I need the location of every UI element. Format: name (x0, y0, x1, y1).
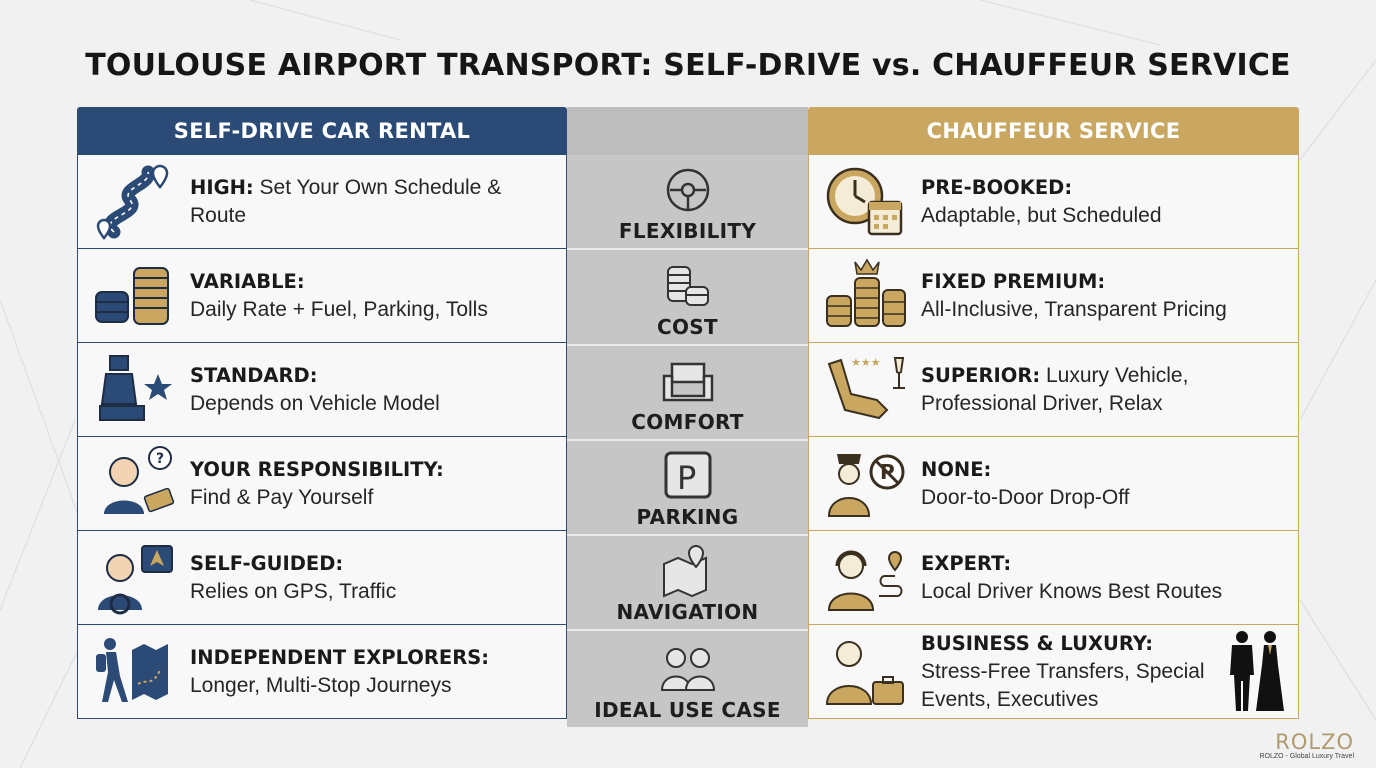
coins-icon (78, 249, 190, 343)
row-bold-label: SUPERIOR: (921, 363, 1041, 387)
chauffeur-navigation-row: EXPERT: Local Driver Knows Best Routes (808, 531, 1299, 625)
businessman-couple-icon (809, 625, 921, 719)
self-drive-flexibility-row: HIGH: Set Your Own Schedule & Route (77, 155, 567, 249)
row-bold-label: NONE: (921, 457, 992, 481)
chauffeur-no-parking-icon: P (809, 437, 921, 531)
clock-calendar-icon (809, 155, 921, 249)
row-bold-label: FIXED PREMIUM: (921, 269, 1106, 293)
criterion-navigation: NAVIGATION (567, 536, 808, 632)
winding-road-icon (78, 155, 190, 249)
criterion-parking: P PARKING (567, 441, 808, 537)
self-drive-navigation-row: SELF-GUIDED: Relies on GPS, Traffic (77, 531, 567, 625)
row-text: Local Driver Knows Best Routes (921, 579, 1223, 603)
chauffeur-header: CHAUFFEUR SERVICE (808, 107, 1299, 155)
row-bold-label: YOUR RESPONSIBILITY: (190, 457, 444, 481)
row-text: Set Your Own Schedule & Route (190, 175, 502, 227)
confused-driver-ticket-icon: ? (78, 437, 190, 531)
crowned-coins-icon (809, 249, 921, 343)
map-pin-icon (662, 545, 707, 599)
armchair-icon (662, 362, 713, 402)
row-bold-label: PRE-BOOKED: (921, 175, 1073, 199)
svg-text:★★★: ★★★ (851, 356, 881, 369)
row-text: Luxury Vehicle, Professional Driver, Rel… (921, 363, 1189, 415)
row-text: All-Inclusive, Transparent Pricing (921, 297, 1227, 321)
row-text: Depends on Vehicle Model (190, 391, 440, 415)
row-bold-label: STANDARD: (190, 363, 318, 387)
row-bold-label: EXPERT: (921, 551, 1012, 575)
self-drive-header: SELF-DRIVE CAR RENTAL (77, 107, 567, 155)
self-drive-parking-row: ? YOUR RESPONSIBILITY: Find & Pay Yoursel… (77, 437, 567, 531)
row-text: Daily Rate + Fuel, Parking, Tolls (190, 297, 488, 321)
criteria-header-spacer (567, 107, 808, 155)
coin-stack-icon (666, 265, 709, 306)
row-bold-label: HIGH: (190, 175, 254, 199)
car-seat-star-icon (78, 343, 190, 437)
row-text: Adaptable, but Scheduled (921, 203, 1162, 227)
page-title: TOULOUSE AIRPORT TRANSPORT: SELF-DRIVE v… (85, 48, 1291, 83)
criterion-label: IDEAL USE CASE (594, 697, 781, 722)
chauffeur-use-case-row: BUSINESS & LUXURY: Stress-Free Transfers,… (808, 625, 1299, 719)
svg-text:?: ? (156, 451, 164, 467)
chauffeur-column: CHAUFFEUR SERVICE PRE-BOOKED: Adaptable, … (808, 107, 1299, 719)
chauffeur-comfort-row: ★★★ SUPERIOR: Luxury Vehicle, Profession… (808, 343, 1299, 437)
parking-sign-icon: P (664, 451, 711, 499)
row-text: Stress-Free Transfers, Special Events, E… (921, 659, 1205, 711)
criterion-flexibility: FLEXIBILITY (567, 155, 808, 251)
driver-gps-icon (78, 531, 190, 625)
hiker-map-icon (78, 625, 190, 719)
criteria-column: FLEXIBILITY COST COMFORT P PARKING NAVIG… (567, 107, 808, 727)
criterion-label: NAVIGATION (616, 600, 759, 625)
criterion-label: COST (657, 314, 718, 339)
rolzo-logo: ROLZO (1275, 730, 1354, 754)
self-drive-column: SELF-DRIVE CAR RENTAL HIGH: Set Your Own… (77, 107, 567, 719)
brand-footer: ROLZO ROLZO - Global Luxury Travel (1259, 731, 1354, 760)
steering-wheel-icon (666, 169, 709, 212)
row-text: Relies on GPS, Traffic (190, 579, 397, 603)
row-bold-label: INDEPENDENT EXPLORERS: (190, 645, 490, 669)
row-bold-label: SELF-GUIDED: (190, 551, 344, 575)
criterion-cost: COST (567, 250, 808, 346)
luxury-seat-champagne-icon: ★★★ (809, 343, 921, 437)
row-text: Door-to-Door Drop-Off (921, 485, 1130, 509)
criterion-label: FLEXIBILITY (618, 219, 757, 244)
criterion-comfort: COMFORT (567, 346, 808, 441)
self-drive-cost-row: VARIABLE: Daily Rate + Fuel, Parking, Tol… (77, 249, 567, 343)
svg-text:P: P (677, 459, 696, 497)
row-text: Longer, Multi-Stop Journeys (190, 673, 452, 697)
criterion-label: COMFORT (631, 409, 744, 434)
self-drive-use-case-row: INDEPENDENT EXPLORERS: Longer, Multi-Stop… (77, 625, 567, 719)
headset-route-icon (809, 531, 921, 625)
people-icon (660, 647, 715, 691)
chauffeur-flexibility-row: PRE-BOOKED: Adaptable, but Scheduled (808, 155, 1299, 249)
criterion-label: PARKING (636, 505, 739, 530)
brand-tagline: ROLZO - Global Luxury Travel (1259, 753, 1354, 760)
row-bold-label: VARIABLE: (190, 269, 305, 293)
self-drive-comfort-row: STANDARD: Depends on Vehicle Model (77, 343, 567, 437)
chauffeur-parking-row: P NONE: Door-to-Door Drop-Off (808, 437, 1299, 531)
row-bold-label: BUSINESS & LUXURY: (921, 631, 1154, 655)
criterion-ideal-use-case: IDEAL USE CASE (567, 631, 808, 726)
chauffeur-cost-row: FIXED PREMIUM: All-Inclusive, Transparent… (808, 249, 1299, 343)
couple-silhouette-icon (1230, 631, 1284, 711)
row-text: Find & Pay Yourself (190, 485, 374, 509)
